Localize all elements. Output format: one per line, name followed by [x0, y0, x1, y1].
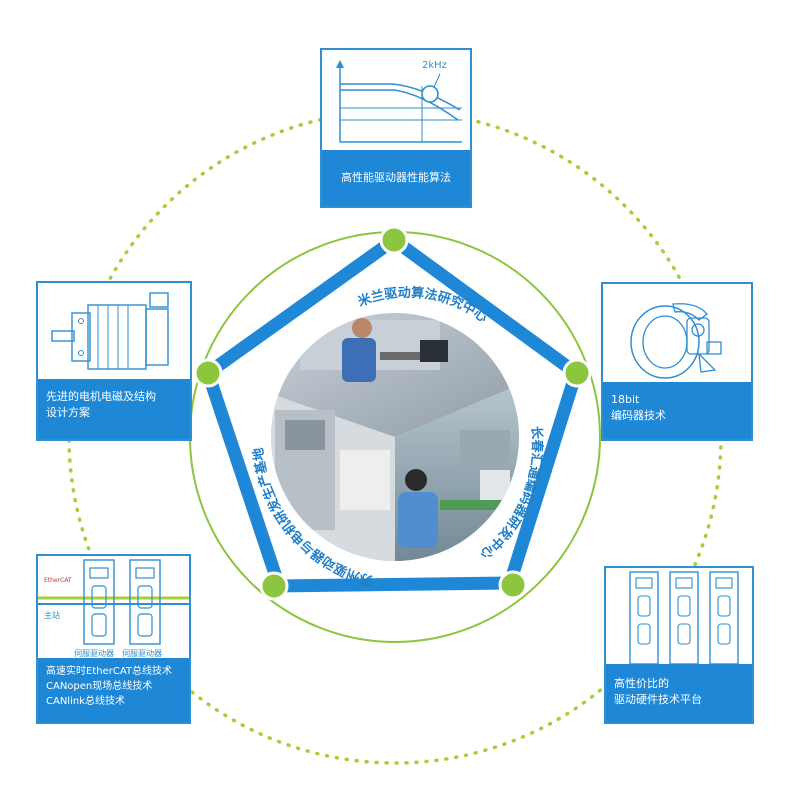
art-label-2khz: 2kHz: [422, 60, 447, 71]
pentagon-node-right: [562, 358, 592, 388]
card-hardware-platform-label: 高性价比的 驱动硬件技术平台: [606, 664, 752, 722]
pentagon-node-left: [193, 358, 223, 388]
center-photo-collage: [271, 313, 519, 561]
servo-motor-illustration: [38, 283, 190, 383]
frequency-response-illustration: 2kHz: [322, 50, 470, 154]
card-fieldbus-label: 高速实时EtherCAT总线技术 CANopen现场总线技术 CANlink总线…: [38, 658, 189, 722]
pentagon-node-bottom-left: [259, 571, 289, 601]
encoder-illustration: [603, 284, 751, 386]
pentagon-node-top: [379, 225, 409, 255]
card-driver-algorithm-label: 高性能驱动器性能算法: [322, 150, 470, 206]
slave-label-1: 伺服驱动器: [74, 648, 114, 658]
technology-pentagon: [200, 231, 584, 593]
card-hardware-platform: 高性价比的 驱动硬件技术平台: [604, 566, 754, 724]
fieldbus-illustration: EtherCAT 主站 伺服驱动器 伺服驱动器: [38, 556, 189, 662]
slave-label-2: 伺服驱动器: [122, 648, 162, 658]
drive-hardware-illustration: [606, 568, 752, 668]
card-fieldbus: EtherCAT 主站 伺服驱动器 伺服驱动器 高速实时EtherCAT总线技术…: [36, 554, 191, 724]
card-encoder: 18bit 编码器技术: [601, 282, 753, 441]
card-driver-algorithm: 2kHz 高性能驱动器性能算法: [320, 48, 472, 208]
card-encoder-label: 18bit 编码器技术: [603, 382, 751, 439]
ethercat-logo: EtherCAT: [44, 577, 72, 584]
card-motor-design: 先进的电机电磁及结构 设计方案: [36, 281, 192, 441]
card-motor-design-label: 先进的电机电磁及结构 设计方案: [38, 379, 190, 439]
master-label: 主站: [44, 610, 60, 620]
pentagon-node-bottom-right: [498, 570, 528, 600]
